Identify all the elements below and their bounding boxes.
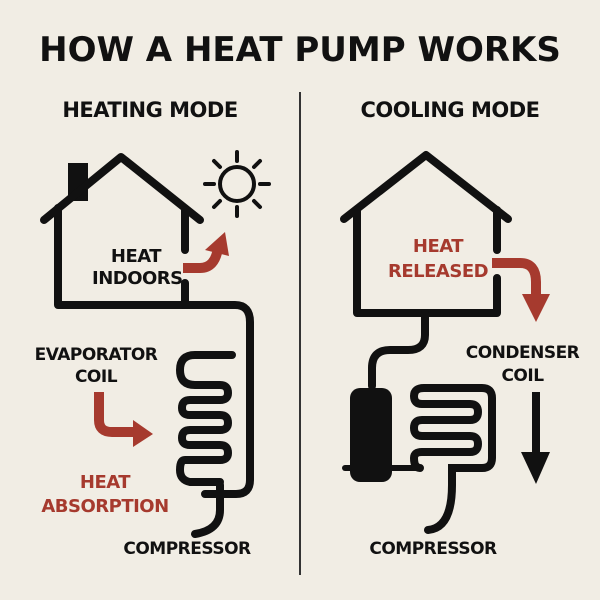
heat-absorption-label: HEAT ABSORPTION <box>30 471 180 519</box>
curved-arrow-down-icon <box>492 258 550 322</box>
cooling-compressor-label: COMPRESSOR <box>369 539 497 559</box>
compressor-tank-icon <box>350 388 392 482</box>
heat-indoors-line2: INDOORS <box>92 268 183 289</box>
condenser-coil-line2: COIL <box>501 366 544 386</box>
heat-absorption-line1: HEAT <box>79 472 131 493</box>
heat-indoors-label: HEAT INDOORS <box>92 246 183 290</box>
coil-icon <box>175 351 236 486</box>
coil-icon <box>409 384 496 534</box>
heating-mode-heading: HEATING MODE <box>62 98 238 122</box>
heat-released-label: HEAT RELEASED <box>388 234 489 284</box>
evaporator-coil-line1: EVAPORATOR <box>34 345 158 365</box>
curved-arrow-up-icon <box>183 232 229 273</box>
curved-arrow-right-icon <box>94 392 153 447</box>
heat-absorption-line2: ABSORPTION <box>41 496 169 517</box>
compressor-pipe <box>191 481 224 538</box>
heat-released-line1: HEAT <box>412 236 464 257</box>
condenser-coil-line1: CONDENSER <box>465 343 580 363</box>
cooling-mode-heading: COOLING MODE <box>360 98 540 122</box>
refrigerant-pipe <box>181 301 254 498</box>
evaporator-coil-line2: COIL <box>74 367 118 387</box>
refrigerant-pipe <box>368 309 429 390</box>
down-arrow-icon <box>521 392 550 484</box>
heating-compressor-label: COMPRESSOR <box>123 539 251 559</box>
condenser-coil-label: CONDENSER COIL <box>455 342 590 388</box>
heat-indoors-line1: HEAT <box>110 246 162 267</box>
heat-released-line2: RELEASED <box>388 261 489 282</box>
evaporator-coil-label: EVAPORATOR COIL <box>22 344 170 388</box>
house-with-chimney-icon <box>40 153 204 309</box>
sun-icon <box>203 150 271 218</box>
page-title: HOW A HEAT PUMP WORKS <box>39 30 561 70</box>
